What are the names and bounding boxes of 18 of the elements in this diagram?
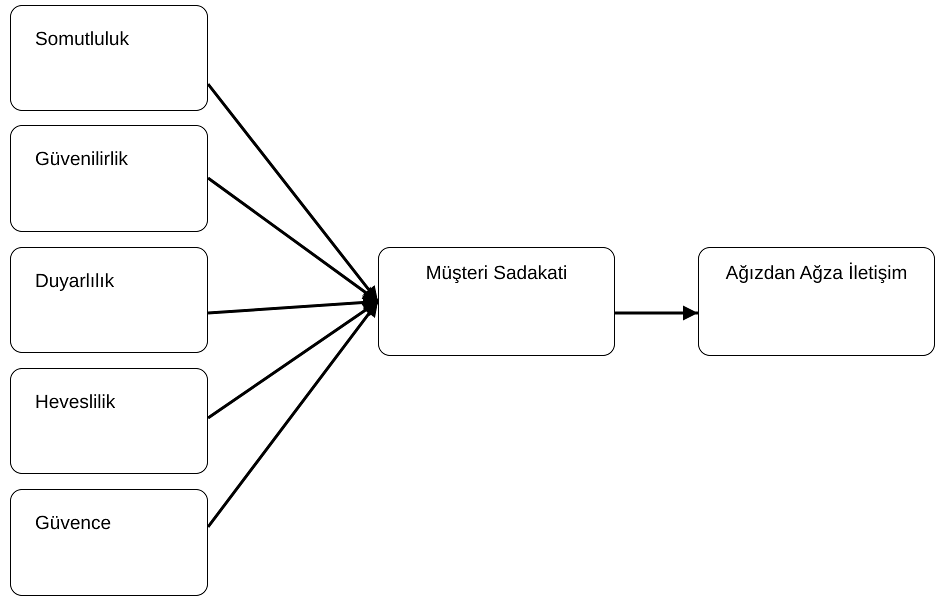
box-label: Heveslilik	[35, 391, 116, 415]
arrow	[206, 83, 380, 302]
box-label: Somutluluk	[35, 28, 129, 52]
process-box	[10, 368, 208, 474]
box-label: Müşteri Sadakati	[424, 262, 568, 286]
box-label: Duyarlılık	[35, 270, 114, 294]
process-box	[10, 5, 208, 111]
process-box	[10, 125, 208, 232]
process-box	[698, 247, 935, 356]
box-label: Güvence	[35, 512, 112, 536]
process-box	[10, 489, 208, 596]
process-box	[10, 247, 208, 353]
arrow	[208, 295, 378, 314]
arrow	[206, 300, 380, 528]
box-label: Ağızdan Ağza İletişim	[724, 262, 908, 286]
arrow	[615, 306, 698, 320]
box-label: Güvenilirlik	[35, 148, 128, 172]
process-box	[378, 247, 615, 356]
